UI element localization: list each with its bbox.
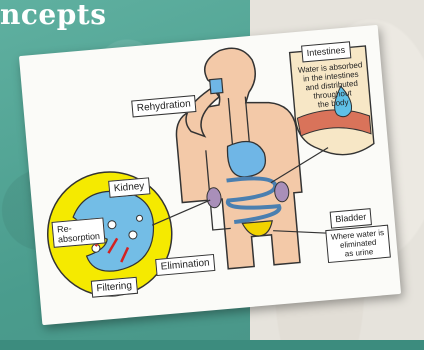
molecule — [108, 220, 117, 229]
bladder-description: Where water is eliminated as urine — [325, 225, 391, 263]
reabsorption-label: Re- absorption — [51, 217, 105, 247]
diagram-card: Rehydration Intestines Water is absorbed… — [19, 25, 401, 325]
molecule — [129, 231, 138, 240]
page-title: ncepts — [0, 0, 107, 30]
kidney-label: Kidney — [108, 177, 150, 197]
intestines-description: Water is absorbed in the intestines and … — [297, 60, 367, 111]
bottom-strip — [0, 340, 424, 350]
cup-icon — [210, 79, 223, 94]
molecule — [136, 215, 143, 222]
